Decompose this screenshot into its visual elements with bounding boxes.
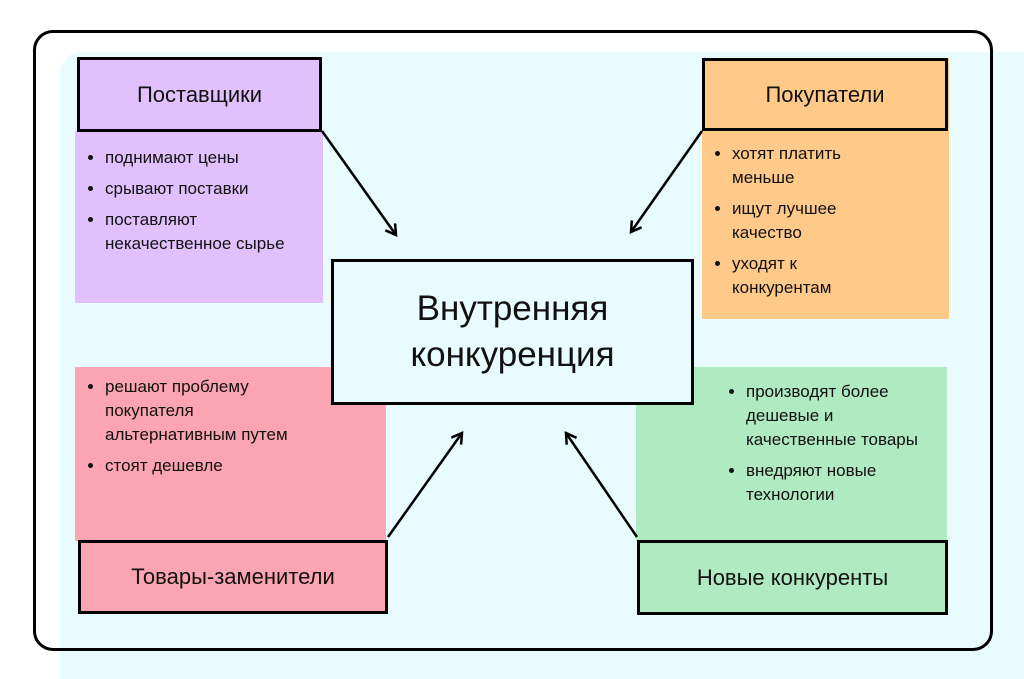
arrow-new-competitors [566, 433, 639, 538]
list-item: решают проблему покупателя альтернативны… [105, 375, 315, 447]
suppliers-title: Поставщики [77, 57, 322, 132]
arrow-suppliers [320, 130, 396, 235]
center-box: Внутренняя конкуренция [331, 259, 694, 405]
list-item: срывают поставки [105, 177, 295, 201]
list-item: внедряют новые технологии [746, 459, 947, 507]
list-item: хотят платить меньше [732, 142, 882, 190]
list-item: стоят дешевле [105, 454, 315, 478]
diagram-frame [33, 30, 993, 651]
buyers-title: Покупатели [702, 58, 948, 131]
suppliers-body: поднимают цены срывают поставки поставля… [75, 131, 323, 303]
substitutes-title: Товары-заменители [78, 540, 388, 614]
list-item: уходят к конкурентам [732, 252, 882, 300]
arrow-substitutes [386, 433, 462, 538]
center-title-line2: конкуренция [410, 335, 615, 374]
center-title-line1: Внутренняя [416, 289, 609, 328]
list-item: производят более дешевые и качественные … [746, 380, 947, 452]
list-item: ищут лучшее качество [732, 197, 882, 245]
new-competitors-title: Новые конкуренты [637, 540, 948, 615]
list-item: поднимают цены [105, 146, 295, 170]
arrow-buyers [631, 130, 704, 232]
list-item: поставляют некачественное сырье [105, 208, 295, 256]
